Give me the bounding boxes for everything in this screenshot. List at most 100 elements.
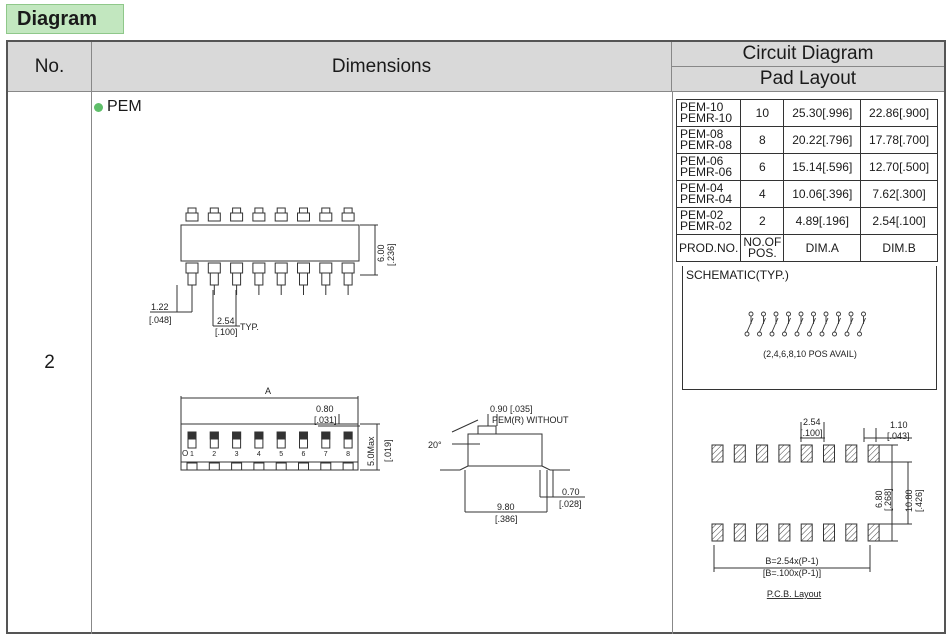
actuator-cap (232, 207, 242, 214)
pcb-formula-in: [B=.100x(P-1)] (763, 568, 821, 578)
series-name: PEM (107, 98, 142, 115)
front-lead (298, 462, 309, 471)
dim-090: 0.90 [.035] (490, 404, 533, 414)
actuator-cap (209, 207, 219, 214)
column-divider (672, 92, 673, 634)
pcb-pad-top (733, 444, 746, 463)
pcb-pad-top (800, 444, 813, 463)
front-lead (275, 462, 287, 471)
pin-number: 7 (324, 451, 328, 458)
bullet-icon (94, 102, 103, 112)
schematic-blade (846, 317, 854, 333)
num-pos: 6 (740, 153, 785, 181)
dim-a-value: 4.89[.196] (783, 207, 862, 235)
dim-a-value: 25.30[.996] (783, 99, 862, 127)
pcb-pad-w: 1.10 (890, 420, 908, 430)
num-pos: 4 (740, 180, 785, 208)
switch-knob (232, 431, 242, 440)
pcb-formula: B=2.54x(P-1) (765, 556, 818, 566)
pcb-pad-bottom (845, 523, 858, 542)
dim-b-value: 2.54[.100] (860, 207, 938, 235)
dim-b-value: 12.70[.500] (860, 153, 938, 181)
schematic-drawing: (2,4,6,8,10 POS AVAIL) (744, 311, 866, 359)
height-dim-in: [.236] (386, 243, 396, 266)
schematic-blade (821, 317, 829, 333)
pcb-pad-top (711, 444, 724, 463)
front-lead (231, 462, 243, 471)
front-view-body (180, 423, 359, 471)
schematic-contact (861, 311, 866, 317)
prod-no-header: PROD.NO. (675, 234, 742, 262)
actuator-top (207, 212, 221, 222)
switch-knob (321, 431, 331, 440)
schematic-avail: (2,4,6,8,10 POS AVAIL) (763, 349, 857, 359)
switch-knob (276, 431, 286, 440)
pcb-680-in: [.268] (883, 488, 893, 511)
schematic-contact (786, 311, 791, 317)
height-dim: 6.00 (376, 244, 386, 262)
actuator-cap (254, 207, 264, 214)
pin-number: 6 (302, 451, 306, 458)
header-pad-layout: Pad Layout (672, 67, 944, 92)
pin-lead (299, 272, 308, 286)
actuator-cap (343, 207, 353, 214)
pin-number: 2 (212, 451, 216, 458)
dim-980: 9.80 (497, 502, 515, 512)
pin-lead (232, 272, 242, 286)
schematic-contact (848, 311, 854, 317)
pcb-1080-in: [.426] (914, 489, 924, 512)
dim-980-in: [.386] (495, 514, 518, 524)
pin-lead (276, 272, 286, 286)
pin-number: 1 (190, 451, 194, 458)
actuator-top (341, 212, 355, 222)
pcb-pad-bottom (711, 523, 724, 542)
schematic-contact (794, 331, 800, 337)
dim-b-value: 22.86[.900] (860, 99, 938, 127)
pin-number: 4 (257, 451, 261, 458)
schematic-contact (782, 331, 787, 337)
schematic-box: SCHEMATIC(TYP.) (2,4,6,8,10 POS AVAIL) (682, 266, 937, 390)
pin-number: 3 (235, 451, 239, 458)
actuator-top (297, 212, 310, 222)
pin-lead (343, 272, 353, 286)
front-lead (208, 462, 220, 471)
schematic-contact (769, 331, 775, 337)
switch-knob (254, 431, 264, 440)
on-label: O (182, 449, 188, 458)
dim-070-in: [.028] (559, 499, 582, 509)
diagram-tag: Diagram (6, 4, 124, 34)
schematic-blade (859, 317, 866, 333)
dim-070: 0.70 (562, 487, 580, 497)
pcb-pad-bottom (867, 523, 880, 542)
pcb-pad-top (823, 444, 835, 463)
front-lead (186, 462, 198, 471)
actuator-bottom (207, 262, 221, 274)
dim-b-value: 17.78[.700] (860, 126, 938, 154)
num-pos: 8 (740, 126, 785, 154)
actuator-top (252, 212, 266, 222)
top-view-actuators (185, 207, 355, 222)
switch-knob (343, 431, 353, 440)
num-pos: 10 (740, 99, 785, 127)
actuator-bottom (252, 262, 266, 274)
height-max-in: [.019] (383, 439, 393, 462)
pcb-1080: 10.80 (904, 489, 914, 512)
pin-lead (254, 272, 264, 286)
typ-label: TYP. (240, 322, 259, 332)
side-note: PEM(R) WITHOUT (492, 415, 569, 425)
pcb-caption: P.C.B. Layout (767, 589, 822, 599)
dim-a-header: DIM.A (783, 234, 862, 262)
pcb-pad-bottom (823, 523, 835, 542)
actuator-cap (321, 207, 331, 214)
schematic-contact (836, 311, 841, 317)
actuator-cap (276, 207, 286, 214)
